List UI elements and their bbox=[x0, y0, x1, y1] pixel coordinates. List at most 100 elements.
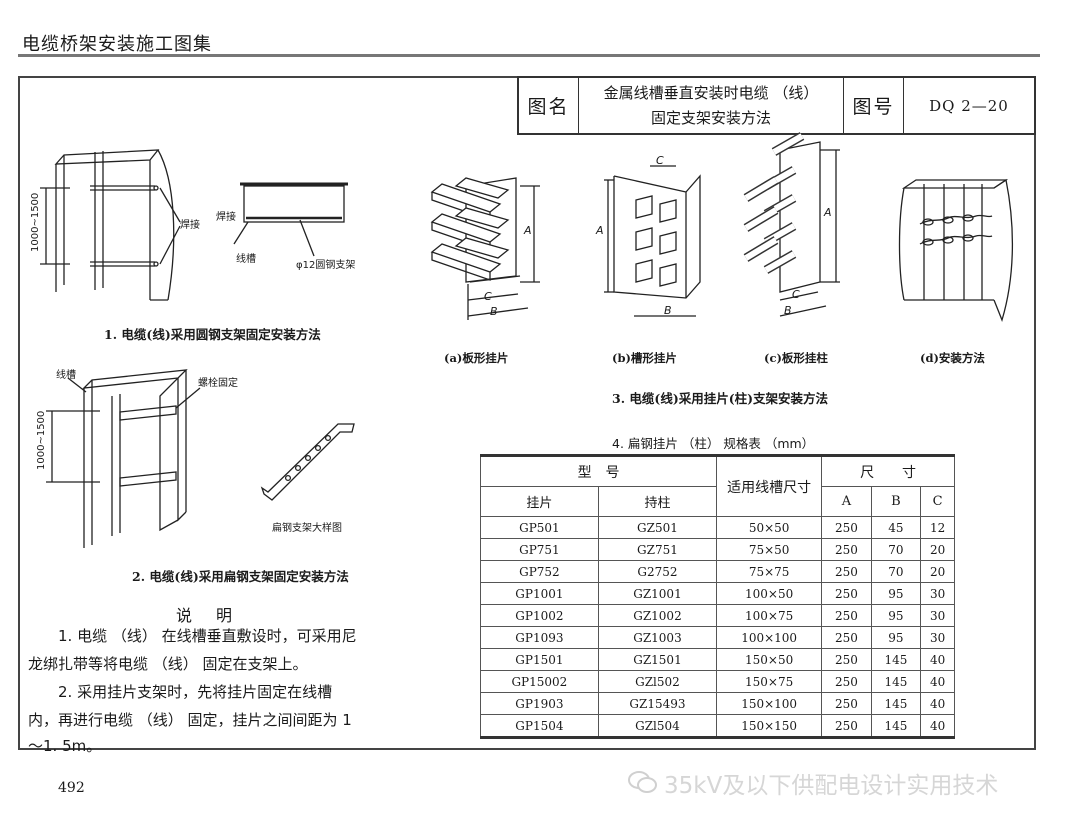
cell-a: 250 bbox=[821, 604, 872, 627]
cell-b: 145 bbox=[870, 692, 922, 715]
col-a: A bbox=[821, 486, 872, 517]
cell-hanger: GP1001 bbox=[480, 582, 599, 605]
cell-trough-size: 150×150 bbox=[716, 714, 823, 738]
fig1-trough-label: 线槽 bbox=[236, 254, 256, 265]
cell-trough-size: 100×100 bbox=[716, 626, 823, 649]
cell-hanger: GP751 bbox=[480, 538, 599, 561]
header-rule bbox=[18, 54, 1040, 57]
fig3b-dim-a: A bbox=[596, 224, 604, 237]
spec-table-title: 4. 扁钢挂片 （柱） 规格表 （mm） bbox=[612, 436, 815, 451]
cell-post: GZ501 bbox=[597, 516, 718, 539]
cell-c: 20 bbox=[920, 560, 955, 583]
fig2-bolt-label: 螺栓固定 bbox=[198, 378, 238, 389]
cell-a: 250 bbox=[821, 582, 872, 605]
fig1-section-drawing bbox=[233, 182, 348, 257]
cell-c: 30 bbox=[920, 626, 955, 649]
cell-c: 40 bbox=[920, 648, 955, 671]
book-title: 电缆桥架安装施工图集 bbox=[22, 34, 212, 55]
fig1-bar-label: φ12圆钢支架 bbox=[296, 260, 356, 271]
cell-hanger: GP1504 bbox=[480, 714, 599, 738]
fig1-trough-drawing bbox=[40, 149, 181, 301]
cell-post: GZl504 bbox=[597, 714, 718, 738]
watermark: 35kV及以下供配电设计实用技术 bbox=[628, 766, 998, 800]
title-block: 图名 金属线槽垂直安装时电缆 （线） 固定支架安装方法 图号 DQ 2—20 bbox=[517, 76, 1036, 135]
drawing-number-label: 图号 bbox=[844, 78, 904, 133]
cell-b: 95 bbox=[870, 626, 922, 649]
wechat-icon bbox=[628, 771, 657, 793]
cell-post: G2752 bbox=[597, 560, 718, 583]
cell-trough-size: 100×50 bbox=[716, 582, 823, 605]
cell-trough-size: 150×50 bbox=[716, 648, 823, 671]
cell-trough-size: 150×100 bbox=[716, 692, 823, 715]
fig3a-caption: (a)板形挂片 bbox=[444, 351, 509, 365]
fig2-trough-drawing bbox=[46, 369, 355, 548]
cell-c: 12 bbox=[920, 516, 955, 539]
cell-post: GZ1002 bbox=[597, 604, 718, 627]
cell-hanger: GP1501 bbox=[480, 648, 599, 671]
cell-hanger: GP15002 bbox=[480, 670, 599, 693]
fig3a-drawing bbox=[430, 177, 540, 320]
cell-post: GZ751 bbox=[597, 538, 718, 561]
fig2-trough-label: 线槽 bbox=[56, 370, 76, 381]
fig2-caption: 2. 电缆(线)采用扁钢支架固定安装方法 bbox=[132, 569, 349, 584]
fig1-weld-label-right: 焊接 bbox=[216, 212, 236, 223]
cell-c: 40 bbox=[920, 692, 955, 715]
fig3b-dim-c: C bbox=[656, 154, 664, 167]
cell-a: 250 bbox=[821, 670, 872, 693]
fig1-caption: 1. 电缆(线)采用圆钢支架固定安装方法 bbox=[104, 327, 321, 342]
fig2-detail-label: 扁钢支架大样图 bbox=[272, 523, 342, 534]
cell-b: 70 bbox=[870, 560, 922, 583]
cell-hanger: GP1903 bbox=[480, 692, 599, 715]
cell-a: 250 bbox=[821, 538, 872, 561]
fig2-dim-label: 1000~1500 bbox=[36, 410, 47, 470]
page-number: 492 bbox=[58, 780, 85, 796]
cell-a: 250 bbox=[821, 516, 872, 539]
cell-b: 70 bbox=[870, 538, 922, 561]
watermark-text: 35kV及以下供配电设计实用技术 bbox=[664, 773, 999, 799]
cell-c: 20 bbox=[920, 538, 955, 561]
cell-trough-size: 150×75 bbox=[716, 670, 823, 693]
note-line-1: 1. 电缆 （线） 在线槽垂直敷设时，可采用尼 bbox=[58, 627, 357, 645]
cell-post: GZl502 bbox=[597, 670, 718, 693]
cell-post: GZ1501 bbox=[597, 648, 718, 671]
fig3b-dim-b: B bbox=[664, 304, 672, 317]
cell-post: GZ15493 bbox=[597, 692, 718, 715]
drawing-name-label: 图名 bbox=[519, 78, 579, 133]
cell-b: 145 bbox=[870, 648, 922, 671]
cell-hanger: GP1002 bbox=[480, 604, 599, 627]
cell-a: 250 bbox=[821, 648, 872, 671]
note-line-4: 内，再进行电缆 （线） 固定，挂片之间间距为 1 bbox=[28, 711, 352, 729]
drawing-name: 金属线槽垂直安装时电缆 （线） 固定支架安装方法 bbox=[579, 78, 844, 133]
fig3b-drawing bbox=[604, 165, 701, 317]
note-line-5: ～1. 5m。 bbox=[28, 737, 102, 755]
fig3c-caption: (c)板形挂柱 bbox=[764, 351, 828, 365]
cell-trough-size: 100×75 bbox=[716, 604, 823, 627]
cell-trough-size: 75×50 bbox=[716, 538, 823, 561]
fig3a-dim-c: C bbox=[484, 290, 492, 303]
fig3c-dim-a: A bbox=[824, 206, 832, 219]
cell-a: 250 bbox=[821, 692, 872, 715]
cell-trough-size: 75×75 bbox=[716, 560, 823, 583]
cell-a: 250 bbox=[821, 626, 872, 649]
cell-b: 45 bbox=[870, 516, 922, 539]
col-model: 型 号 bbox=[479, 455, 718, 487]
drawing-name-line2: 固定支架安装方法 bbox=[650, 108, 771, 127]
cell-c: 30 bbox=[920, 582, 955, 605]
col-size: 尺 寸 bbox=[821, 455, 955, 487]
cell-hanger: GP1093 bbox=[480, 626, 599, 649]
fig3a-dim-a: A bbox=[524, 224, 532, 237]
cell-a: 250 bbox=[821, 714, 872, 738]
fig3c-drawing bbox=[743, 132, 840, 317]
fig3a-dim-b: B bbox=[490, 305, 498, 318]
cell-c: 30 bbox=[920, 604, 955, 627]
